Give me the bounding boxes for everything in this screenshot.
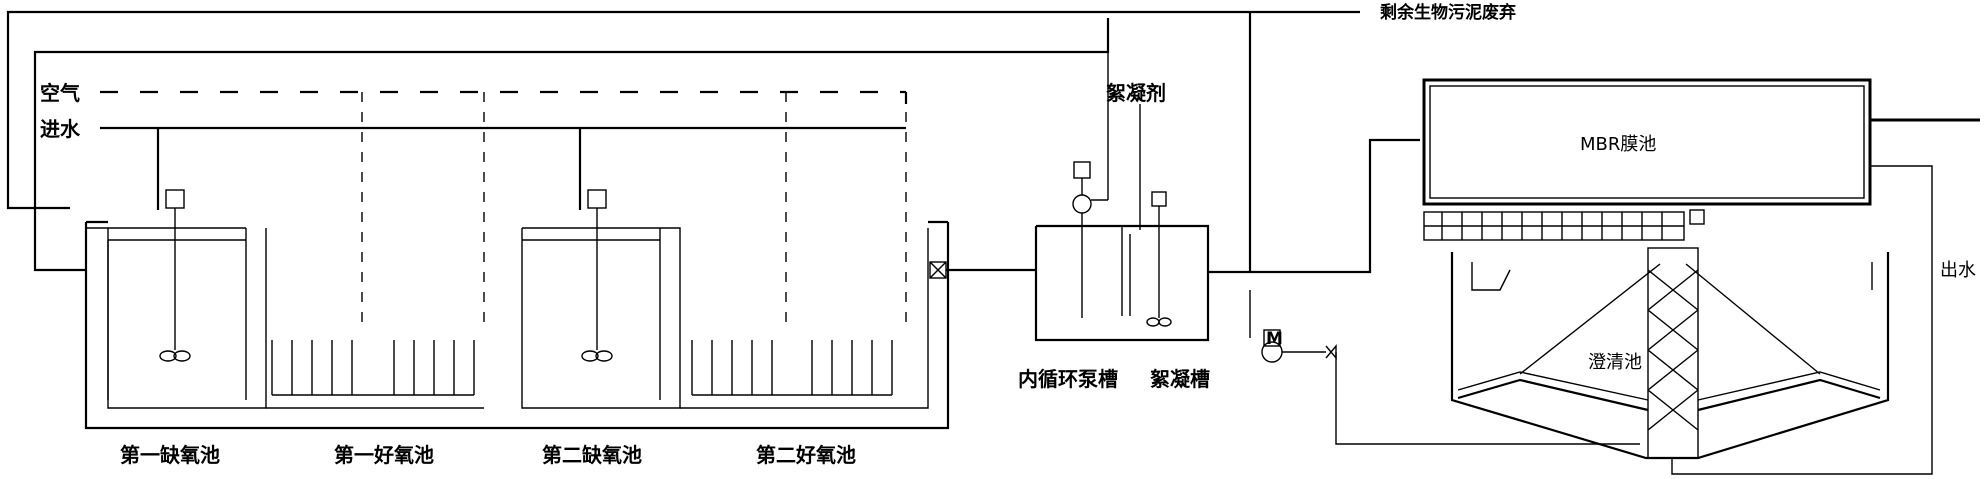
excess-sludge-label: 剩余生物污泥废弃	[1380, 2, 1516, 23]
tank-inner-outlines	[85, 227, 929, 410]
influent-label: 进水	[40, 117, 81, 141]
mixer-anoxic-2	[581, 189, 613, 362]
clarifier	[1450, 247, 1890, 460]
effluent-label: 出水	[1940, 260, 1976, 281]
clarifier-label: 澄清池	[1588, 352, 1642, 373]
air-label: 空气	[40, 81, 80, 105]
biological-tank-basin	[84, 220, 950, 430]
sludge-return-lines	[6, 10, 1360, 272]
mbr-membrane-tank	[1422, 78, 1980, 241]
pump-tank-label: 内循环泵槽	[1018, 367, 1118, 391]
return-pump	[1249, 165, 1933, 475]
aerobic-2-label: 第二好氧池	[756, 443, 856, 467]
anoxic-1-label: 第一缺氧池	[120, 443, 220, 467]
aerobic-1-label: 第一好氧池	[334, 443, 434, 467]
floc-tank-label: 絮凝槽	[1150, 367, 1210, 391]
anoxic-2-label: 第二缺氧池	[542, 443, 642, 467]
influent-line	[100, 126, 906, 210]
air-line	[100, 90, 908, 104]
pump-floc-tanks	[1034, 52, 1420, 342]
mixer-anoxic-1	[159, 189, 191, 362]
diffusers-aerobic-1	[271, 340, 475, 396]
diffusers-aerobic-2	[691, 340, 893, 396]
motor-label: M	[1266, 329, 1283, 349]
mbr-label: MBR膜池	[1580, 134, 1656, 155]
flocculant-label: 絮凝剂	[1106, 81, 1166, 105]
outlet-gate	[929, 261, 1036, 279]
